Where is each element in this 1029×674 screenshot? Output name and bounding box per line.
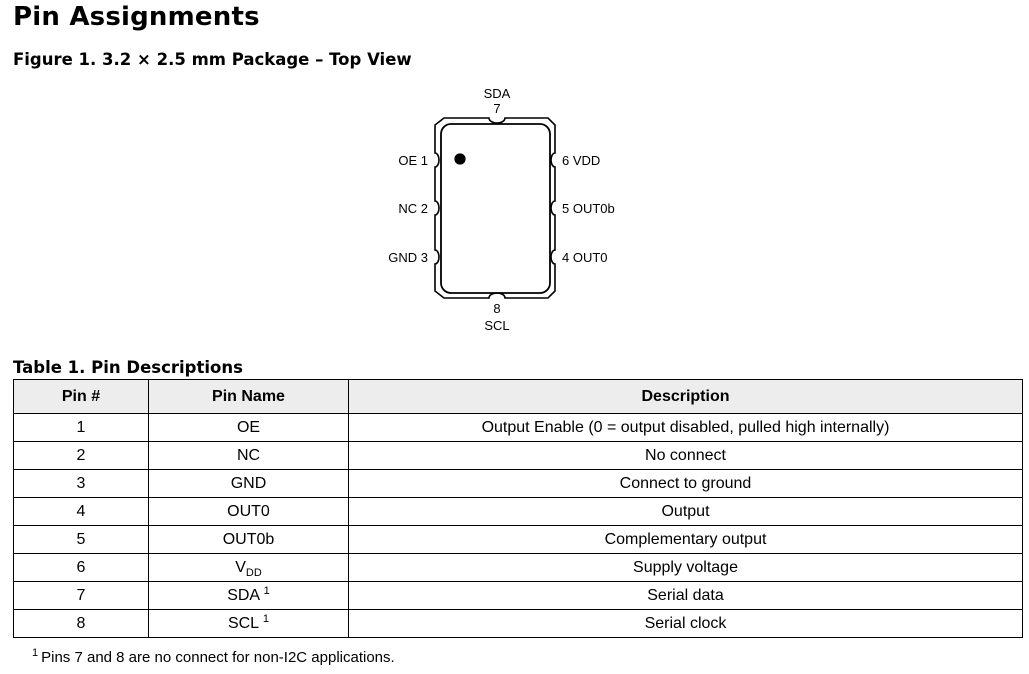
pin-descriptions-table: Pin # Pin Name Description 1 OE Output E… bbox=[13, 379, 1023, 638]
figure-caption: Figure 1. 3.2 × 2.5 mm Package – Top Vie… bbox=[13, 50, 412, 69]
header-description: Description bbox=[348, 379, 1023, 414]
pin-left-1-label: OE 1 bbox=[398, 153, 428, 168]
cell-pin-number: 5 bbox=[13, 525, 149, 554]
cell-pin-name: OUT0 bbox=[148, 497, 349, 526]
footnote-text: Pins 7 and 8 are no connect for non-I2C … bbox=[41, 649, 395, 666]
cell-pin-name: OUT0b bbox=[148, 525, 349, 554]
cell-description: Connect to ground bbox=[348, 469, 1023, 498]
table-row: 6 VDD Supply voltage bbox=[13, 553, 1023, 582]
table-row: 2 NC No connect bbox=[13, 441, 1023, 470]
table-row: 1 OE Output Enable (0 = output disabled,… bbox=[13, 413, 1023, 442]
pin-left-2-label: NC 2 bbox=[398, 201, 428, 216]
table-row: 8 SCL 1 Serial clock bbox=[13, 609, 1023, 638]
package-outline bbox=[434, 117, 556, 299]
pin-top-number: 7 bbox=[493, 101, 500, 116]
cell-description: Serial clock bbox=[348, 609, 1023, 638]
footnote-mark: 1 bbox=[32, 647, 39, 659]
cell-pin-number: 2 bbox=[13, 441, 149, 470]
table-row: 5 OUT0b Complementary output bbox=[13, 525, 1023, 554]
pin-right-6-label: 6 VDD bbox=[562, 153, 600, 168]
cell-pin-name: SCL 1 bbox=[148, 609, 349, 638]
footnote-marker: 1 bbox=[263, 585, 270, 597]
pin-name-text: SCL bbox=[227, 615, 259, 632]
cell-pin-number: 8 bbox=[13, 609, 149, 638]
cell-description: Complementary output bbox=[348, 525, 1023, 554]
cell-pin-name: SDA 1 bbox=[148, 581, 349, 610]
pin-name-text: V bbox=[235, 559, 246, 576]
cell-description: Supply voltage bbox=[348, 553, 1023, 582]
table-caption: Table 1. Pin Descriptions bbox=[13, 358, 243, 377]
pin-bottom-number: 8 bbox=[493, 301, 500, 316]
table-header-row: Pin # Pin Name Description bbox=[13, 379, 1023, 414]
pin-bottom-name: SCL bbox=[484, 318, 509, 333]
cell-description: Output bbox=[348, 497, 1023, 526]
cell-pin-number: 4 bbox=[13, 497, 149, 526]
pin-name-subscript: DD bbox=[245, 567, 262, 579]
cell-pin-name: NC bbox=[148, 441, 349, 470]
cell-description: No connect bbox=[348, 441, 1023, 470]
footnote-marker: 1 bbox=[262, 613, 270, 625]
pin1-indicator-dot bbox=[454, 153, 466, 165]
table-row: 7 SDA 1 Serial data bbox=[13, 581, 1023, 610]
package-diagram: SDA 7 8 SCL OE 1 NC 2 GND 3 6 VDD 5 OUT0… bbox=[388, 86, 615, 333]
pin-top-name: SDA bbox=[484, 86, 511, 101]
cell-pin-number: 7 bbox=[13, 581, 149, 610]
pin-left-3-label: GND 3 bbox=[388, 250, 428, 265]
header-pin-number: Pin # bbox=[13, 379, 149, 414]
table-row: 3 GND Connect to ground bbox=[13, 469, 1023, 498]
cell-pin-number: 1 bbox=[13, 413, 149, 442]
package-inner-outline bbox=[440, 123, 551, 294]
cell-pin-name: GND bbox=[148, 469, 349, 498]
header-pin-name: Pin Name bbox=[148, 379, 349, 414]
cell-pin-name: VDD bbox=[148, 553, 349, 582]
cell-pin-name: OE bbox=[148, 413, 349, 442]
pin-right-4-label: 4 OUT0 bbox=[562, 250, 608, 265]
cell-pin-number: 3 bbox=[13, 469, 149, 498]
page-title: Pin Assignments bbox=[13, 2, 260, 32]
pin-right-5-label: 5 OUT0b bbox=[562, 201, 615, 216]
table-row: 4 OUT0 Output bbox=[13, 497, 1023, 526]
cell-description: Output Enable (0 = output disabled, pull… bbox=[348, 413, 1023, 442]
cell-description: Serial data bbox=[348, 581, 1023, 610]
pin-name-text: SDA bbox=[227, 587, 260, 604]
cell-pin-number: 6 bbox=[13, 553, 149, 582]
